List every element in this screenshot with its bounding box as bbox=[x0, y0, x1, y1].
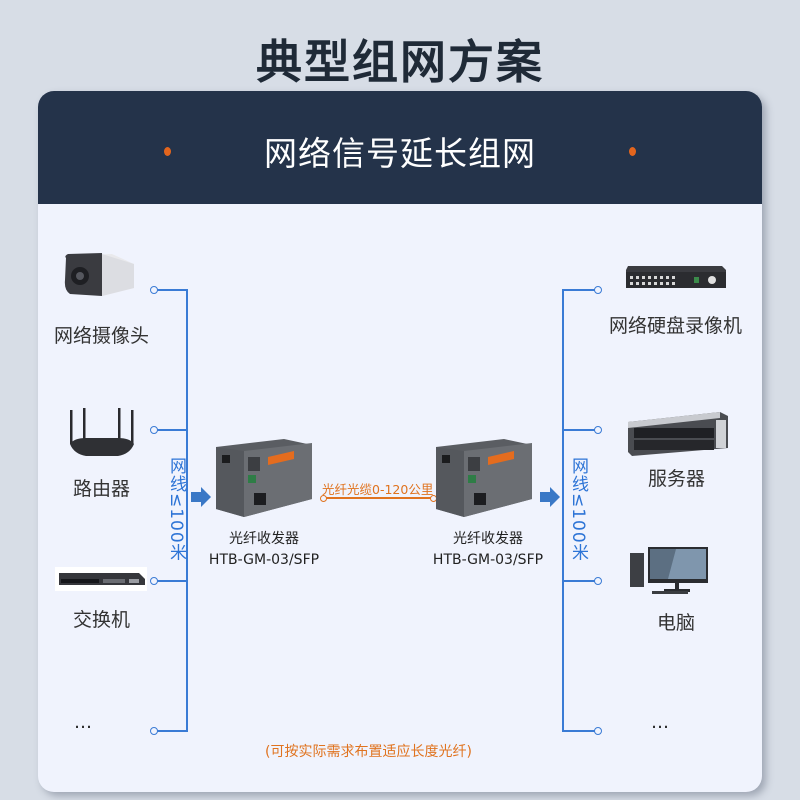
ip-camera-icon bbox=[64, 253, 134, 296]
device-label-computer: 电脑 bbox=[657, 612, 696, 634]
device-label-ip-camera: 网络摄像头 bbox=[54, 325, 150, 347]
device-label-router: 路由器 bbox=[73, 478, 131, 500]
connector-node bbox=[150, 577, 158, 585]
fiber-node bbox=[320, 495, 327, 502]
device-label-switch: 交换机 bbox=[73, 609, 131, 631]
connector-node bbox=[594, 286, 602, 294]
fiber-length-label: 光纤光缆0-120公里 bbox=[322, 482, 434, 497]
connector-line bbox=[155, 730, 188, 732]
transceiver-model-1: HTB-GM-03/SFP bbox=[208, 552, 320, 568]
connector-line bbox=[155, 289, 188, 291]
card-header: 网络信号延长组网 bbox=[38, 91, 762, 204]
fiber-transceiver-icon bbox=[436, 439, 532, 517]
connector-line bbox=[562, 730, 596, 732]
connector-node bbox=[594, 426, 602, 434]
card-subtitle: 网络信号延长组网 bbox=[264, 134, 536, 173]
connector-line bbox=[562, 429, 596, 431]
server-icon bbox=[628, 412, 728, 456]
arrow-right-icon bbox=[191, 487, 211, 507]
switch-icon bbox=[55, 567, 147, 591]
transceiver-name-2: 光纤收发器 bbox=[453, 531, 523, 547]
connector-line bbox=[155, 580, 188, 582]
more-devices-left: … bbox=[74, 712, 94, 733]
connector-node bbox=[594, 577, 602, 585]
orange-dot-icon bbox=[629, 147, 636, 156]
transceiver-name-1: 光纤收发器 bbox=[229, 531, 299, 547]
device-label-nvr: 网络硬盘录像机 bbox=[609, 315, 743, 337]
fiber-transceiver-icon bbox=[216, 439, 312, 517]
cable-length-label-left: 网线≤100米 bbox=[166, 457, 186, 562]
fiber-link-line bbox=[324, 497, 432, 499]
fiber-length-note: (可按实际需求布置适应长度光纤) bbox=[265, 744, 472, 760]
connector-node bbox=[150, 727, 158, 735]
more-devices-right: … bbox=[651, 712, 671, 733]
page-title: 典型组网方案 bbox=[256, 35, 544, 89]
arrow-right-icon bbox=[540, 487, 560, 507]
cable-length-label-right: 网线≤100米 bbox=[568, 457, 588, 562]
connector-node bbox=[594, 727, 602, 735]
connector-node bbox=[150, 286, 158, 294]
connector-line bbox=[155, 429, 188, 431]
router-icon bbox=[70, 408, 134, 456]
computer-icon bbox=[630, 547, 708, 594]
left-bus-line bbox=[186, 289, 188, 731]
connector-line bbox=[562, 289, 596, 291]
transceiver-model-2: HTB-GM-03/SFP bbox=[432, 552, 544, 568]
right-bus-line bbox=[562, 289, 564, 731]
connector-node bbox=[150, 426, 158, 434]
orange-dot-icon bbox=[164, 147, 171, 156]
nvr-icon bbox=[626, 266, 726, 288]
device-label-server: 服务器 bbox=[648, 468, 706, 490]
connector-line bbox=[562, 580, 596, 582]
